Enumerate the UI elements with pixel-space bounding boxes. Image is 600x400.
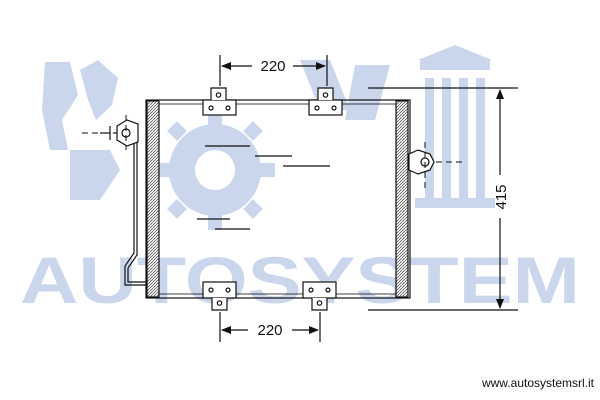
fitting-centerline-right: [424, 142, 462, 190]
condenser-body: [145, 99, 411, 299]
website-url: www.autosystemsrl.it: [481, 376, 594, 390]
mounting-bracket-bottom-right: [302, 281, 337, 311]
dimension-bottom: [219, 312, 321, 342]
dimension-height-label: 415: [493, 184, 510, 209]
watermark-logo: [42, 45, 495, 230]
pipe-fitting-right-icon: [408, 149, 435, 175]
dimension-bottom-label: 220: [257, 322, 282, 339]
pipe-fitting-icon: [100, 119, 139, 147]
mounting-bracket-bottom-left: [202, 281, 237, 311]
fitting-centerline-left: [82, 115, 127, 150]
dimension-top: [219, 55, 328, 86]
mounting-bracket-top-right: [308, 87, 343, 116]
right-tank: [395, 100, 409, 298]
mounting-bracket-top-left: [202, 87, 237, 116]
watermark-brand-text: AUTOSYSTEM: [20, 243, 580, 317]
dimension-top-label: 220: [260, 58, 285, 75]
dimension-height: [368, 87, 518, 311]
left-tank: [146, 100, 160, 298]
